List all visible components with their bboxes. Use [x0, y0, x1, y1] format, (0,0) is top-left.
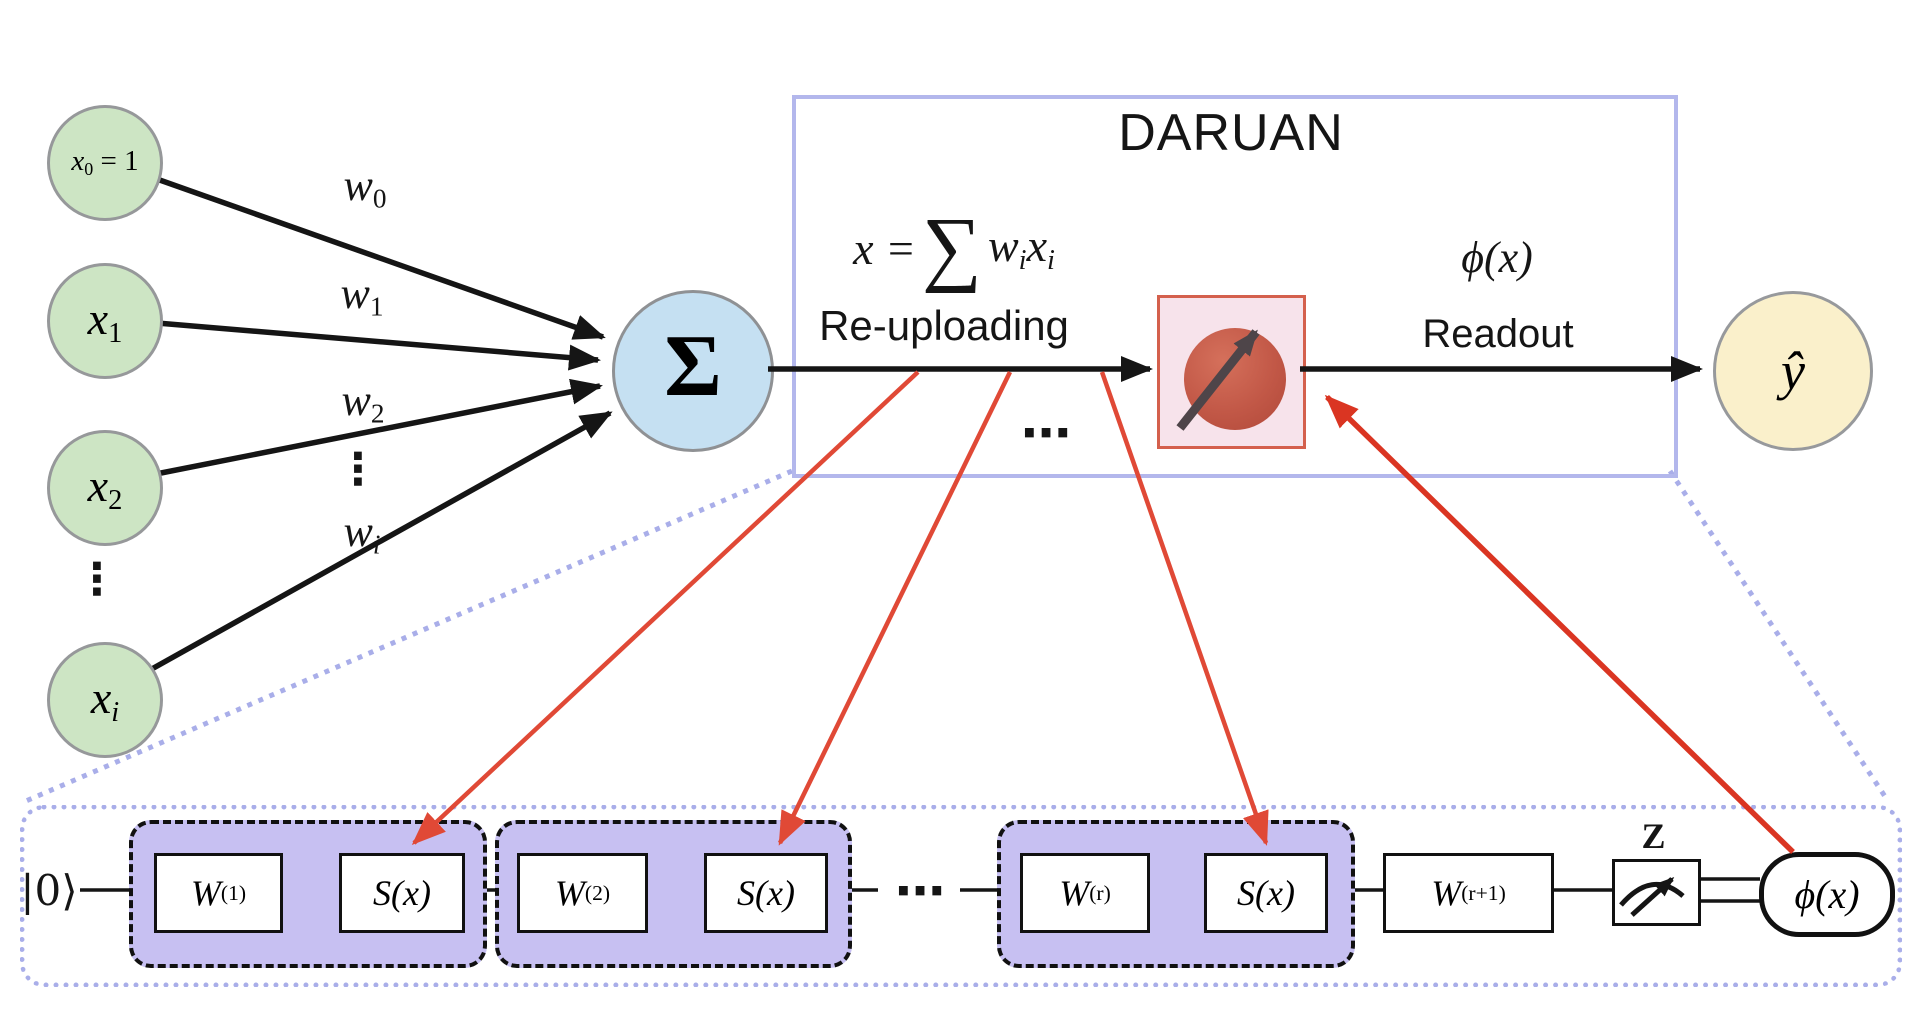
gate-s3: S(x)	[1204, 853, 1328, 933]
sum-node: Σ	[612, 290, 774, 452]
output-node-label: ŷ	[1781, 341, 1805, 401]
daruan-ellipsis: ⋯	[1021, 404, 1071, 462]
measurement-box	[1612, 859, 1701, 926]
input-node-x0-label: x0 = 1	[71, 145, 139, 180]
formula-rhs: wixi	[987, 220, 1055, 276]
input-node-x2-label: x2	[87, 460, 123, 516]
gate-s2: S(x)	[704, 853, 828, 933]
input-node-x2: x2	[47, 430, 163, 546]
sigma-symbol: Σ	[664, 318, 722, 415]
weight-ellipsis-vertical: ⋮	[336, 444, 380, 495]
edge-x1-sum	[156, 320, 601, 371]
qubit-box	[1157, 295, 1306, 449]
weight-label-wi: wi	[343, 507, 381, 560]
weight-label-w1: w1	[340, 269, 384, 322]
input-node-x1-label: x1	[87, 293, 123, 349]
weight-label-w2: w2	[341, 376, 385, 429]
zoom-connector-right	[1667, 469, 1891, 803]
input-ellipsis-vertical: ⋮	[75, 554, 119, 605]
input-node-x0: x0 = 1	[47, 105, 163, 221]
initial-state-label: |0⟩	[20, 866, 78, 915]
gate-wr: W(r)	[1020, 853, 1150, 933]
readout-pill: ϕ(x)	[1759, 852, 1895, 937]
gate-wr1: W(r+1)	[1383, 853, 1554, 933]
gate-w1: W(1)	[154, 853, 283, 933]
formula-sum-symbol: ∑	[922, 201, 982, 295]
output-node: ŷ	[1713, 291, 1873, 451]
input-node-x1: x1	[47, 263, 163, 379]
qubit-sphere-icon	[1184, 328, 1286, 430]
readout-label: Readout	[1422, 312, 1574, 356]
gate-w2: W(2)	[517, 853, 648, 933]
measurement-basis-label: Z	[1641, 816, 1666, 856]
readout-formula: ϕ(x)	[1461, 233, 1533, 282]
gate-s1: S(x)	[339, 853, 465, 933]
weight-label-w0: w0	[343, 161, 387, 214]
reuploading-label: Re-uploading	[819, 302, 1069, 349]
daruan-title: DARUAN	[1118, 104, 1344, 162]
reuploading-formula: x = ∑ wixi	[794, 198, 1114, 298]
circuit-ellipsis: ⋯	[895, 862, 945, 920]
formula-lhs: x =	[853, 222, 917, 274]
input-node-xi: xi	[47, 642, 163, 758]
input-node-xi-label: xi	[90, 672, 120, 728]
